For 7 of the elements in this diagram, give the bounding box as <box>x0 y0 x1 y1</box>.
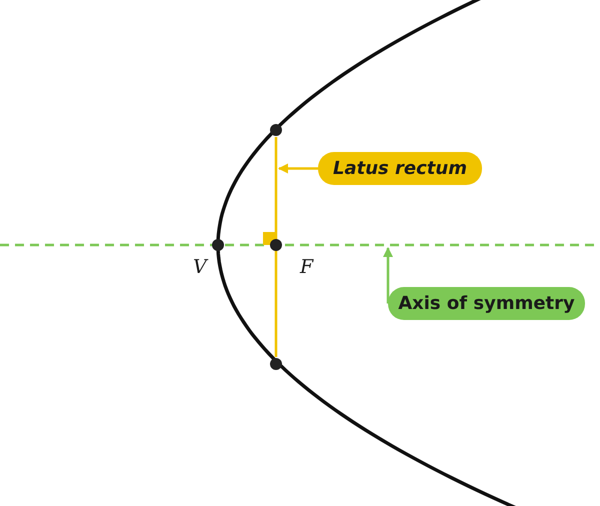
point-label: V <box>193 256 207 278</box>
point-label: F <box>300 256 314 278</box>
leader-arrow <box>278 164 318 174</box>
callout-label: Latus rectum <box>318 152 482 185</box>
latus-rectum-segment <box>274 137 278 357</box>
callout-label: Axis of symmetry <box>388 287 585 320</box>
leader-arrow <box>383 247 393 304</box>
